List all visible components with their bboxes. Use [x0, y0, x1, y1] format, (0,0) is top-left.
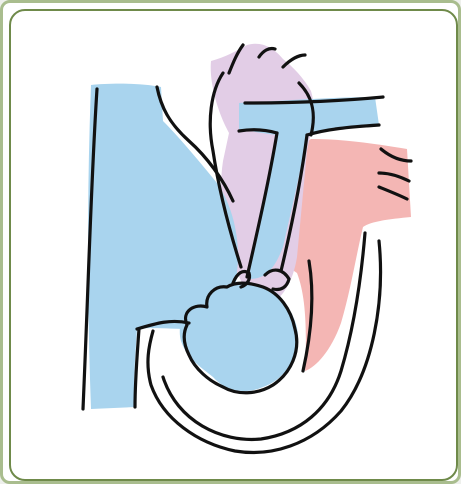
outline-aorta-branch-3: [283, 55, 305, 67]
illustration-card: [9, 9, 458, 481]
heart-anatomy-icon: [11, 11, 458, 481]
